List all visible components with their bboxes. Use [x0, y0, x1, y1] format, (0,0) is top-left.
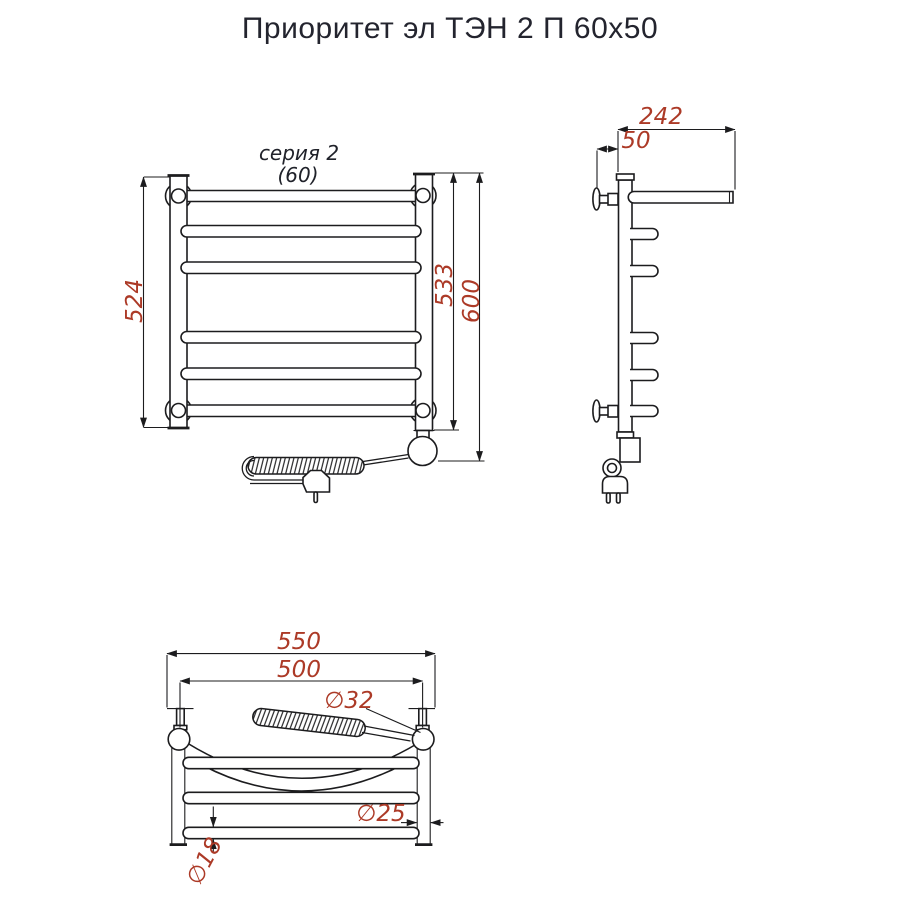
bottom-view: 550 500 ∅32 ∅25 ∅18	[166, 629, 444, 890]
towel-rung	[180, 224, 422, 238]
dim-outer-width: 550	[277, 629, 321, 655]
front-view: 524 533 600 серия 2 (60)	[122, 141, 485, 504]
dim-shelf-depth: 242	[639, 104, 683, 130]
rung-plan	[182, 756, 420, 770]
towel-rung	[180, 367, 422, 381]
power-plug-side	[601, 475, 629, 494]
series-label: серия 2	[259, 141, 339, 165]
rung-plan	[182, 791, 420, 805]
rung-stub	[630, 264, 659, 278]
plug-pin	[615, 492, 621, 504]
power-plug	[302, 469, 331, 493]
dim-wall-offset: 50	[621, 128, 650, 154]
left-post	[169, 174, 188, 429]
post-section	[167, 727, 191, 751]
plug-pin	[605, 492, 611, 504]
post-profile	[617, 179, 633, 433]
dim-left-height: 524	[122, 279, 148, 323]
post-section	[411, 727, 435, 751]
curved-rung-arc	[201, 764, 403, 792]
cord-loop-icon	[602, 458, 622, 478]
right-post	[414, 173, 434, 432]
size-note: (60)	[277, 163, 318, 187]
rung-stub	[630, 404, 659, 418]
power-cord-coil	[252, 707, 366, 738]
towel-rung	[180, 261, 422, 275]
rung-stub	[630, 368, 659, 382]
rung-plan	[182, 826, 420, 840]
rung-stub	[630, 331, 659, 345]
dim-total-height: 600	[459, 279, 485, 323]
towel-rung	[177, 189, 424, 203]
shelf-bar	[627, 190, 734, 204]
heating-element	[407, 435, 438, 467]
towel-rung	[180, 330, 422, 344]
cord-loop	[241, 455, 304, 481]
towel-rung	[177, 404, 424, 418]
dim-rail-height: 533	[432, 263, 458, 307]
side-view: 242 50	[592, 104, 736, 504]
dim-post-diameter: ∅32	[324, 688, 373, 714]
plug-pin	[313, 491, 319, 504]
dim-rung-diameter: ∅18	[182, 834, 228, 890]
dim-rail-diameter: ∅25	[356, 801, 405, 827]
dim-axis-width: 500	[277, 657, 321, 683]
rung-stub	[630, 227, 659, 241]
power-cord-coil	[247, 456, 365, 475]
page-title: Приоритет эл ТЭН 2 П 60х50	[241, 12, 659, 45]
heater-housing	[619, 437, 641, 463]
